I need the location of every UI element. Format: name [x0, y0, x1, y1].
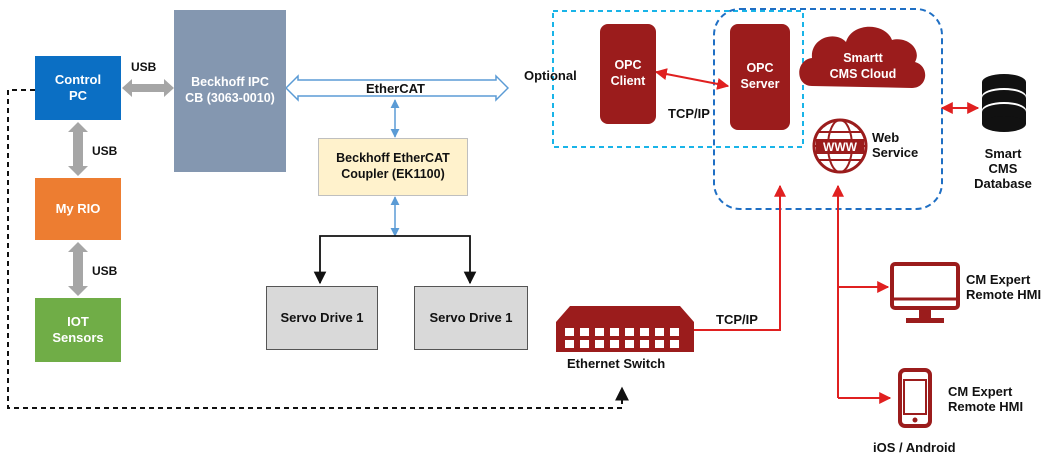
- my-rio-label: My RIO: [55, 200, 101, 216]
- usb-label-low: USB: [92, 264, 118, 278]
- split-to-servo-2: [395, 235, 477, 285]
- link-client-server: [654, 68, 730, 90]
- servo-drive-1-node: Servo Drive 1: [266, 286, 378, 350]
- ethernet-switch-icon: [556, 306, 694, 352]
- usb-link-rio-iot: [68, 242, 88, 296]
- control-pc-node: Control PC: [35, 56, 121, 120]
- ethercat-coupler-node: Beckhoff EtherCAT Coupler (EK1100): [318, 138, 468, 196]
- control-pc-label: Control PC: [54, 71, 102, 103]
- mobile-platform-label: iOS / Android: [873, 440, 956, 455]
- desktop-monitor-icon: [890, 262, 960, 323]
- mobile-phone-icon: [898, 368, 932, 428]
- iot-sensors-node: IOT Sensors: [35, 298, 121, 362]
- cloud-label: Smartt CMS Cloud: [829, 51, 897, 82]
- ethercat-coupler-label: Beckhoff EtherCAT Coupler (EK1100): [336, 151, 450, 181]
- tcpip-label-top: TCP/IP: [668, 106, 710, 121]
- www-label: WWW: [823, 140, 858, 154]
- opc-server-label: OPC Server: [740, 61, 780, 91]
- remote-hmi-desktop-label: CM Expert Remote HMI: [966, 272, 1042, 302]
- beckhoff-ipc-label: Beckhoff IPC CB (3063-0010): [185, 75, 275, 105]
- link-controlpc-switch: [7, 89, 629, 409]
- servo-drive-2-label: Servo Drive 1: [429, 309, 513, 325]
- database-icon: [982, 74, 1026, 132]
- iot-sensors-label: IOT Sensors: [52, 313, 104, 345]
- servo-drive-2-node: Servo Drive 1: [414, 286, 528, 350]
- ethercat-bus-arrow: [284, 74, 510, 102]
- usb-link-pc-ipc: [122, 79, 174, 97]
- usb-label-top: USB: [131, 60, 157, 74]
- cloud-icon: [799, 26, 926, 88]
- link-switch-server: [688, 184, 786, 331]
- web-service-label: Web Service: [872, 130, 919, 160]
- opc-client-node: OPC Client: [600, 24, 656, 124]
- usb-label-mid: USB: [92, 144, 118, 158]
- split-to-servo-1: [313, 235, 395, 285]
- optional-label: Optional: [524, 68, 577, 83]
- my-rio-node: My RIO: [35, 178, 121, 240]
- ethercat-label: EtherCAT: [366, 81, 425, 96]
- globe-icon: [812, 118, 868, 174]
- tcpip-label-bottom: TCP/IP: [716, 312, 758, 327]
- beckhoff-ipc-node: Beckhoff IPC CB (3063-0010): [174, 10, 286, 172]
- remote-hmi-mobile-label: CM Expert Remote HMI: [948, 384, 1024, 414]
- database-label: Smart CMS Database: [974, 146, 1032, 191]
- opc-server-node: OPC Server: [730, 24, 790, 130]
- ethernet-switch-label: Ethernet Switch: [567, 356, 666, 371]
- usb-link-pc-rio: [68, 122, 88, 176]
- servo-drive-1-label: Servo Drive 1: [280, 309, 364, 325]
- opc-client-label: OPC Client: [610, 58, 646, 88]
